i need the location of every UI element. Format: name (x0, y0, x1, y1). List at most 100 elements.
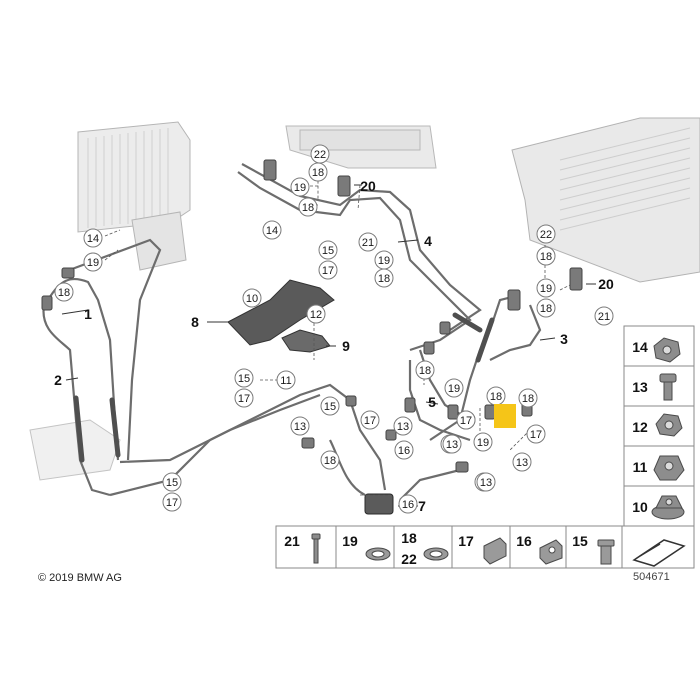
callout-number: 12 (310, 309, 322, 321)
arrow-symbol-icon (632, 539, 686, 567)
callout-circle (594, 306, 614, 326)
callout-number: 14 (266, 225, 278, 237)
callout-number: 14 (87, 233, 99, 245)
radiator-drawing (77, 121, 191, 271)
callout-circle (83, 228, 103, 248)
callout-circle (512, 452, 532, 472)
callout-number: 13 (480, 477, 492, 489)
compressor-module-drawing (511, 117, 700, 283)
callout-circle (276, 370, 296, 390)
callout-number: 17 (460, 415, 472, 427)
callout-main: 3 (560, 331, 568, 347)
callout-circle (54, 282, 74, 302)
callout-number: 15 (322, 245, 334, 257)
callout-number: 16 (398, 445, 410, 457)
callout-circle (318, 240, 338, 260)
callout-number: 13 (516, 457, 528, 469)
copyright-text: © 2019 BMW AG (38, 572, 122, 584)
legend-part-number: 16 (516, 533, 532, 549)
callout-number: 18 (522, 393, 534, 405)
callout-number: 18 (540, 251, 552, 263)
callout-number: 17 (322, 265, 334, 277)
callout-number: 17 (238, 393, 250, 405)
nut-12-icon (655, 413, 683, 437)
callout-number: 18 (540, 303, 552, 315)
callout-circle (476, 472, 496, 492)
callout-circle (415, 360, 435, 380)
callout-circle (518, 388, 538, 408)
legend-part-number: 12 (632, 419, 648, 435)
nut-10-icon (651, 495, 685, 520)
callout-circle (398, 494, 418, 514)
callout-main: 20 (360, 178, 376, 194)
callout-number: 16 (402, 499, 414, 511)
callout-number: 13 (397, 421, 409, 433)
callout-number: 17 (166, 497, 178, 509)
callout-main: 9 (342, 338, 350, 354)
callout-circle (298, 197, 318, 217)
callout-number: 10 (246, 293, 258, 305)
callout-circle (320, 396, 340, 416)
legend-part-number: 15 (572, 533, 588, 549)
bracket-8-drawing (227, 279, 335, 346)
callout-number: 17 (364, 415, 376, 427)
callout-number: 18 (324, 455, 336, 467)
bracket-17-icon (483, 537, 507, 565)
callout-main: 2 (54, 372, 62, 388)
callout-circle (393, 416, 413, 436)
seal-ring-18-icon (423, 547, 449, 561)
callout-circle (456, 410, 476, 430)
callout-circle (444, 378, 464, 398)
callout-main: 4 (424, 233, 432, 249)
callout-number: 19 (540, 283, 552, 295)
seal-ring-19-icon (365, 547, 391, 561)
callout-number: 18 (419, 365, 431, 377)
callout-number: 15 (324, 401, 336, 413)
callout-number: 22 (314, 149, 326, 161)
callout-number: 22 (540, 229, 552, 241)
legend-part-number: 10 (632, 499, 648, 515)
callout-number: 15 (166, 477, 178, 489)
callout-number: 18 (378, 273, 390, 285)
callout-circle (290, 177, 310, 197)
callout-circle (394, 440, 414, 460)
callout-number: 15 (238, 373, 250, 385)
sensor-7-drawing (364, 493, 394, 515)
callout-number: 18 (58, 287, 70, 299)
housing-drawing (29, 419, 121, 481)
screw-21-icon (311, 533, 321, 564)
callout-circle (290, 416, 310, 436)
legend-part-number: 11 (633, 459, 648, 475)
callout-circle (83, 252, 103, 272)
callout-circle (374, 268, 394, 288)
plug-15-icon (597, 539, 615, 565)
callout-circle (242, 288, 262, 308)
callout-number: 18 (490, 391, 502, 403)
callout-number: 13 (294, 421, 306, 433)
callout-circle (162, 492, 182, 512)
legend-part-number: 21 (284, 533, 300, 549)
legend-part-number: 22 (401, 551, 417, 567)
diagram-id: 504671 (633, 571, 670, 583)
heater-unit-drawing (285, 125, 437, 169)
clip-16-icon (539, 539, 563, 565)
bolt-13-icon (659, 373, 677, 401)
callout-circle (234, 368, 254, 388)
nut-11-icon (653, 455, 685, 481)
highlight-6-box (494, 404, 516, 428)
callout-main: 7 (418, 498, 426, 514)
callout-circle (526, 424, 546, 444)
legend-part-number: 18 (401, 530, 417, 546)
fittings (41, 159, 583, 473)
callout-number: 13 (446, 439, 458, 451)
callout-circle (442, 434, 462, 454)
callout-number: 18 (312, 167, 324, 179)
nut-14-icon (653, 337, 681, 363)
callout-number: 21 (362, 237, 374, 249)
callout-circle (262, 220, 282, 240)
callout-number: 19 (87, 257, 99, 269)
callout-circle (318, 260, 338, 280)
callout-number: 18 (302, 202, 314, 214)
